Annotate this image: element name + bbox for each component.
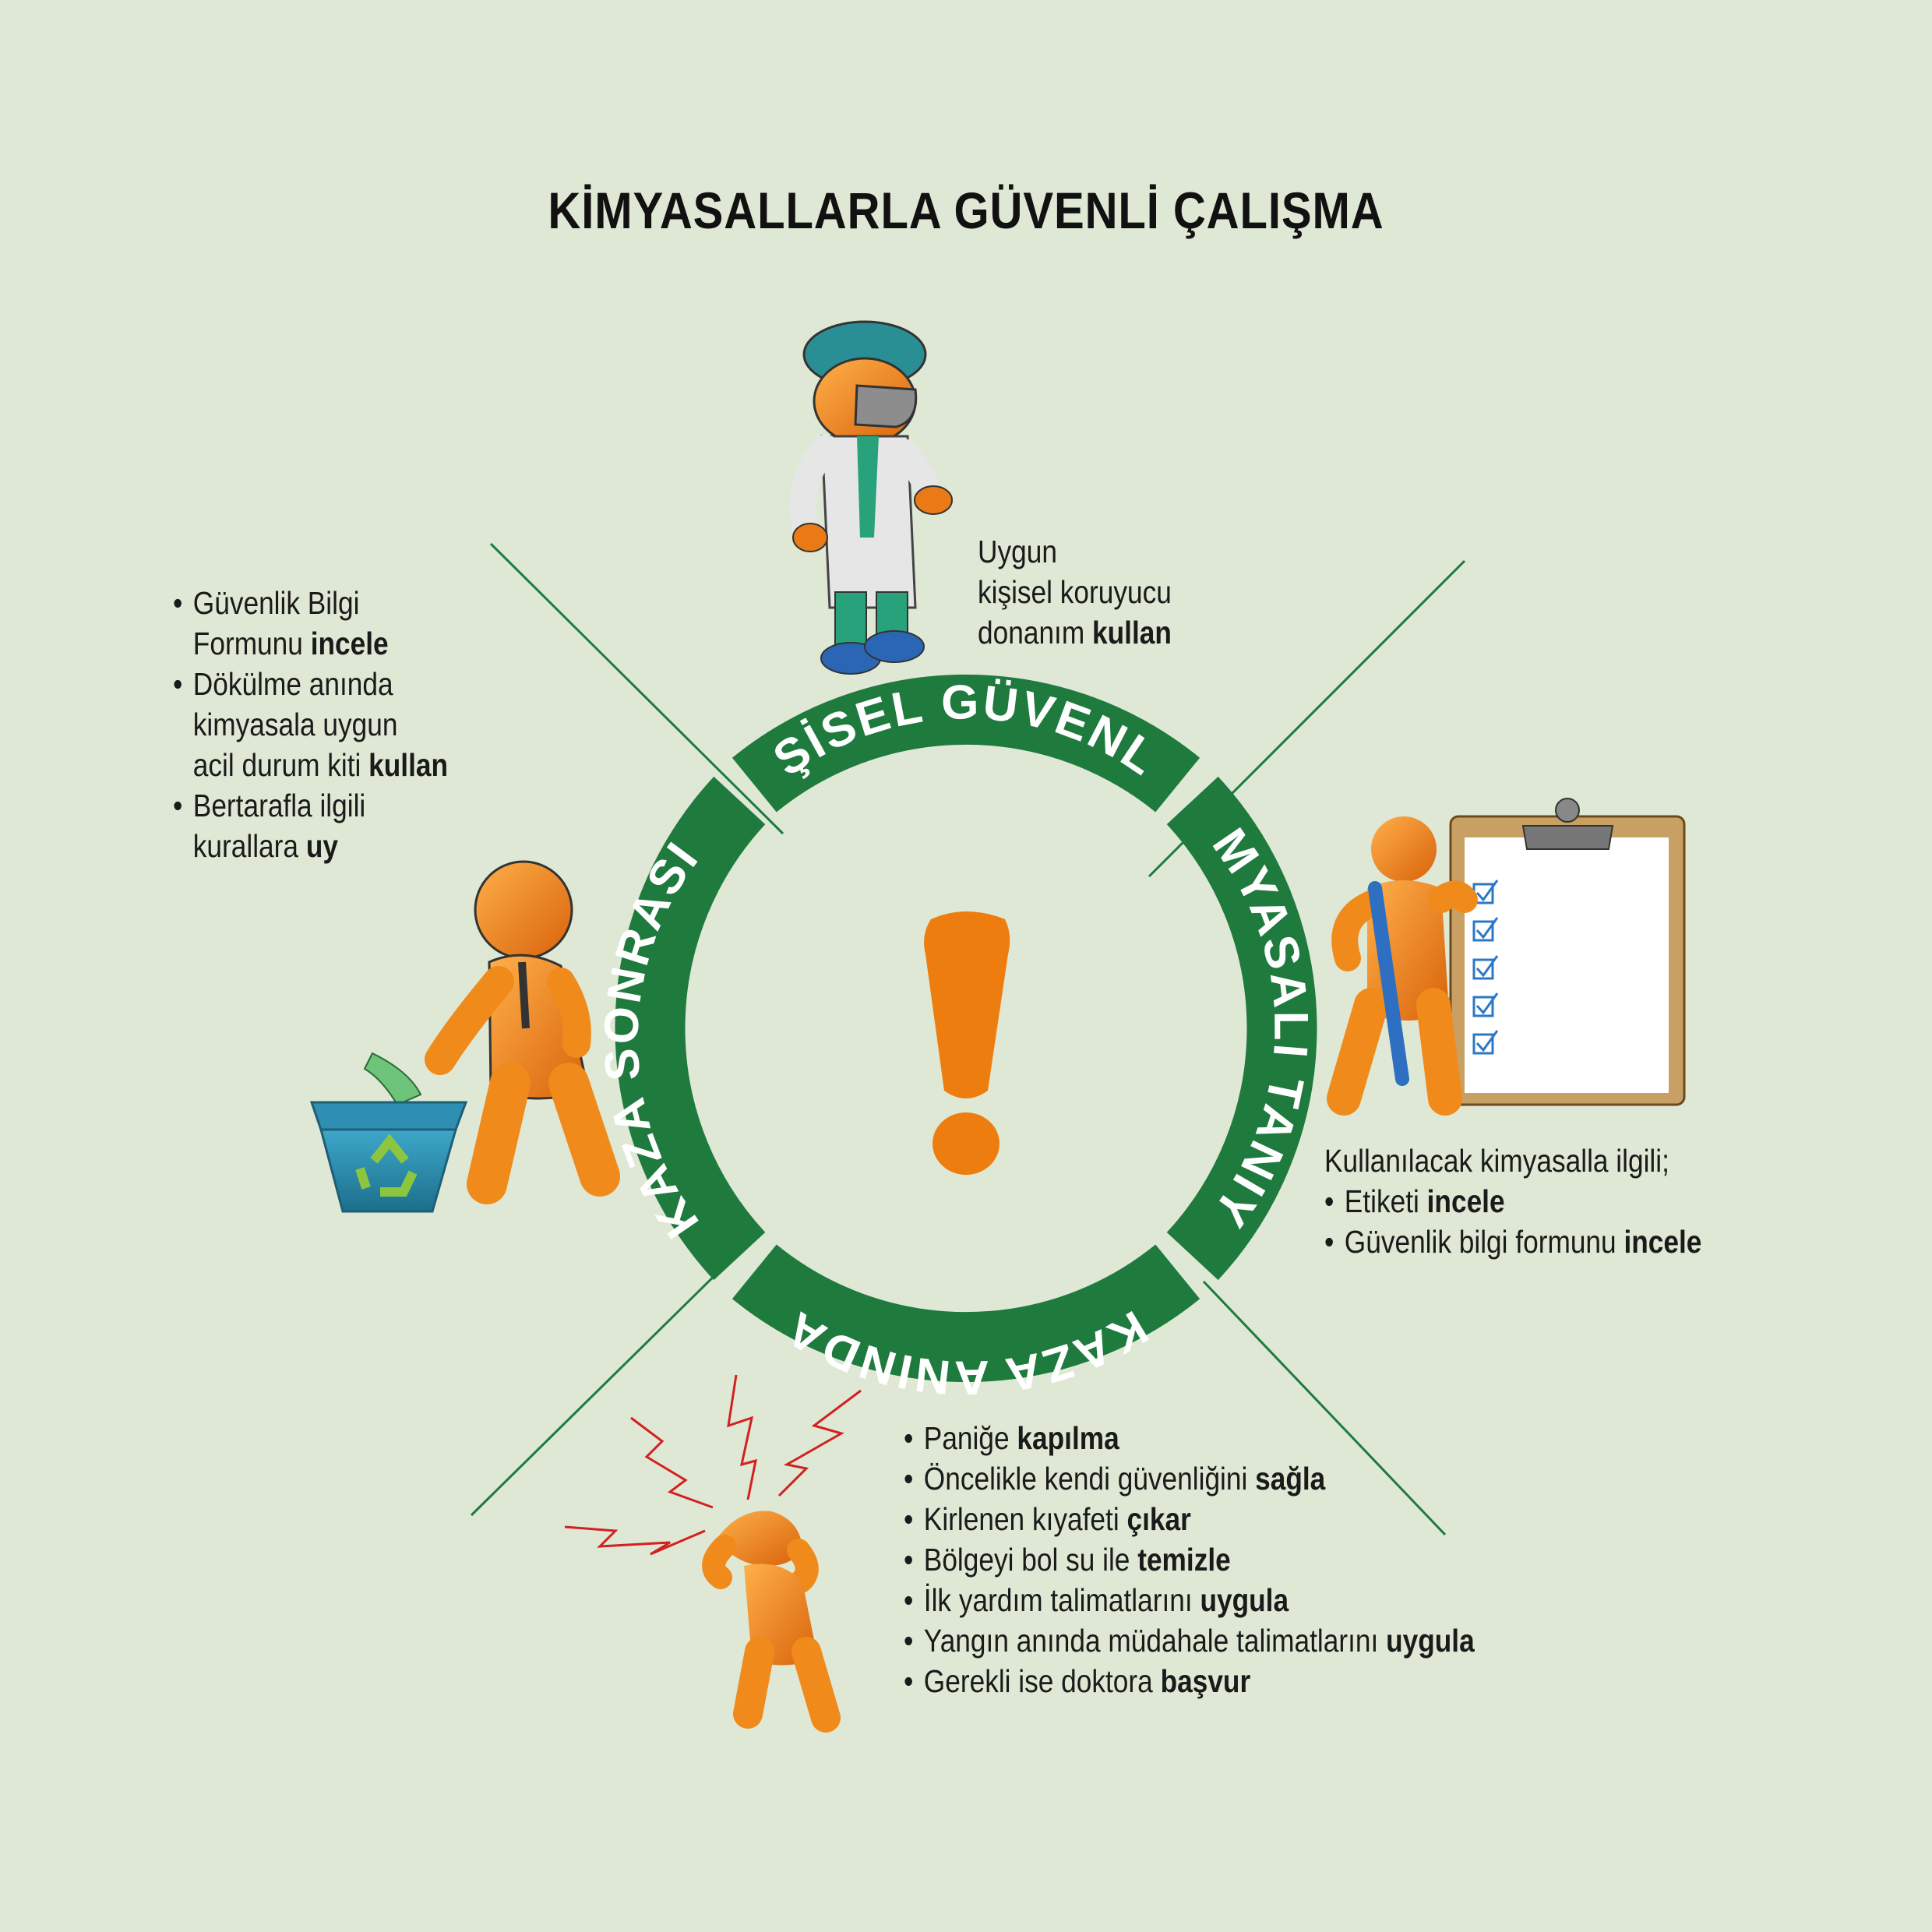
divider-line-sw — [470, 1260, 730, 1517]
left-item-1: Güvenlik Bilgi Formunu incele — [173, 583, 448, 664]
top-line-1: Uygun — [978, 534, 1057, 569]
bottom-item-6: Yangın anında müdahale talimatlarını uyg… — [904, 1620, 1475, 1661]
clipboard-figure-icon — [1327, 798, 1686, 1116]
right-intro: Kullanılacak kimyasalla ilgili; — [1324, 1143, 1669, 1179]
top-line-2: kişisel koruyucu — [978, 574, 1172, 610]
section-left-text: Güvenlik Bilgi Formunu incele Dökülme an… — [173, 583, 448, 866]
right-item-2: Güvenlik bilgi formunu incele — [1324, 1222, 1701, 1262]
section-right-text: Kullanılacak kimyasalla ilgili; Etiketi … — [1324, 1141, 1701, 1262]
bottom-item-5: İlk yardım talimatlarını uygula — [904, 1580, 1475, 1620]
recycle-figure-icon — [309, 860, 620, 1213]
bottom-item-1: Paniğe kapılma — [904, 1418, 1475, 1458]
ring-segment-bottom — [732, 1244, 1200, 1383]
panicking-figure-icon — [564, 1374, 862, 1733]
right-item-1: Etiketi incele — [1324, 1181, 1701, 1222]
ring-segment-top — [732, 674, 1200, 813]
section-bottom-text: Paniğe kapılma Öncelikle kendi güvenliği… — [904, 1418, 1475, 1701]
surgeon-figure-icon — [789, 320, 953, 675]
bottom-item-3: Kirlenen kıyafeti çıkar — [904, 1499, 1475, 1539]
ring-segment-left — [615, 776, 766, 1281]
safety-ring — [615, 674, 1317, 1383]
divider-line-nw — [489, 542, 784, 835]
checkbox-icons — [1472, 880, 1499, 1055]
left-item-3: Bertarafla ilgili kurallara uy — [173, 785, 448, 866]
page-title: KİMYASALLARLA GÜVENLİ ÇALIŞMA — [548, 182, 1384, 239]
bottom-item-7: Gerekli ise doktora başvur — [904, 1661, 1475, 1701]
left-item-2: Dökülme anında kimyasala uygun acil duru… — [173, 664, 448, 785]
recycle-icon — [355, 1133, 418, 1197]
bottom-item-4: Bölgeyi bol su ile temizle — [904, 1539, 1475, 1580]
exclamation-icon — [924, 911, 1010, 1175]
ring-segment-right — [1166, 776, 1317, 1281]
bottom-item-2: Öncelikle kendi güvenliğini sağla — [904, 1458, 1475, 1499]
top-line-3: donanım kullan — [978, 615, 1172, 650]
section-top-text: Uygun kişisel koruyucu donanım kullan — [978, 531, 1172, 653]
